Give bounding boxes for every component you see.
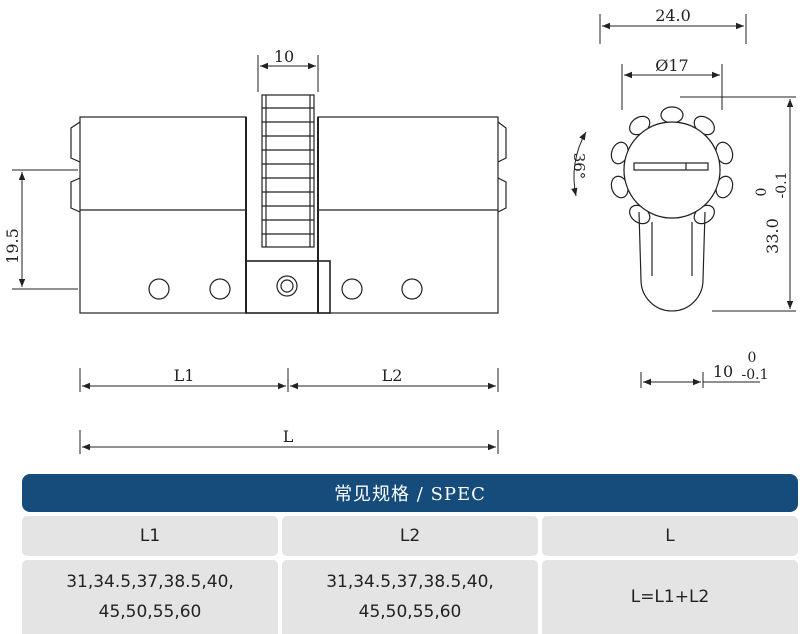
pin-hole <box>148 278 170 300</box>
pin-hole <box>401 278 423 300</box>
center-block <box>245 260 331 314</box>
spec-value-l2: 31,34.5,37,38.5,40, 45,50,55,60 <box>282 560 538 634</box>
dim-label-cam-tol-upper: 0 <box>748 350 757 366</box>
dim-label-10: 10 <box>274 47 294 66</box>
dim-label-l1: L1 <box>174 366 195 385</box>
fixing-screw-hole <box>276 275 298 297</box>
cam-lobe <box>638 211 706 312</box>
gear-tooth <box>660 106 684 124</box>
dim-label-cam-width: 10 <box>713 362 733 381</box>
keyway-slot <box>633 162 709 171</box>
dim-label-19-5: 19.5 <box>3 228 22 264</box>
dim-label-diameter: Ø17 <box>655 56 688 75</box>
cam-side-view <box>610 106 734 312</box>
dim-label-l: L <box>283 427 294 446</box>
spec-table-title: 常见规格 / SPEC <box>22 474 798 512</box>
dim-label-angle: 36° <box>570 153 588 180</box>
spec-header-l2: L2 <box>282 516 538 556</box>
front-dimensions <box>12 55 499 454</box>
dim-label-33-tol-upper: 0 <box>754 188 770 197</box>
cylinder-left-body <box>79 116 247 314</box>
dim-label-cam-tol-lower: -0.1 <box>742 367 769 383</box>
technical-drawing: 10 19.5 L1 L2 L <box>3 6 796 454</box>
spec-header-l1: L1 <box>22 516 278 556</box>
cylinder-right-body <box>317 116 499 314</box>
dim-label-24: 24.0 <box>655 6 691 25</box>
dim-label-33-tol-lower: -0.1 <box>774 172 790 199</box>
spec-value-l: L=L1+L2 <box>542 560 798 634</box>
spec-value-l1: 31,34.5,37,38.5,40, 45,50,55,60 <box>22 560 278 634</box>
spec-header-l: L <box>542 516 798 556</box>
pin-hole <box>209 278 231 300</box>
cylinder-front-view <box>70 94 507 314</box>
pin-hole <box>341 278 363 300</box>
cam-gear <box>261 94 315 248</box>
side-dimensions <box>571 14 796 388</box>
dim-label-33: 33.0 <box>763 218 782 254</box>
dim-label-l2: L2 <box>382 366 403 385</box>
